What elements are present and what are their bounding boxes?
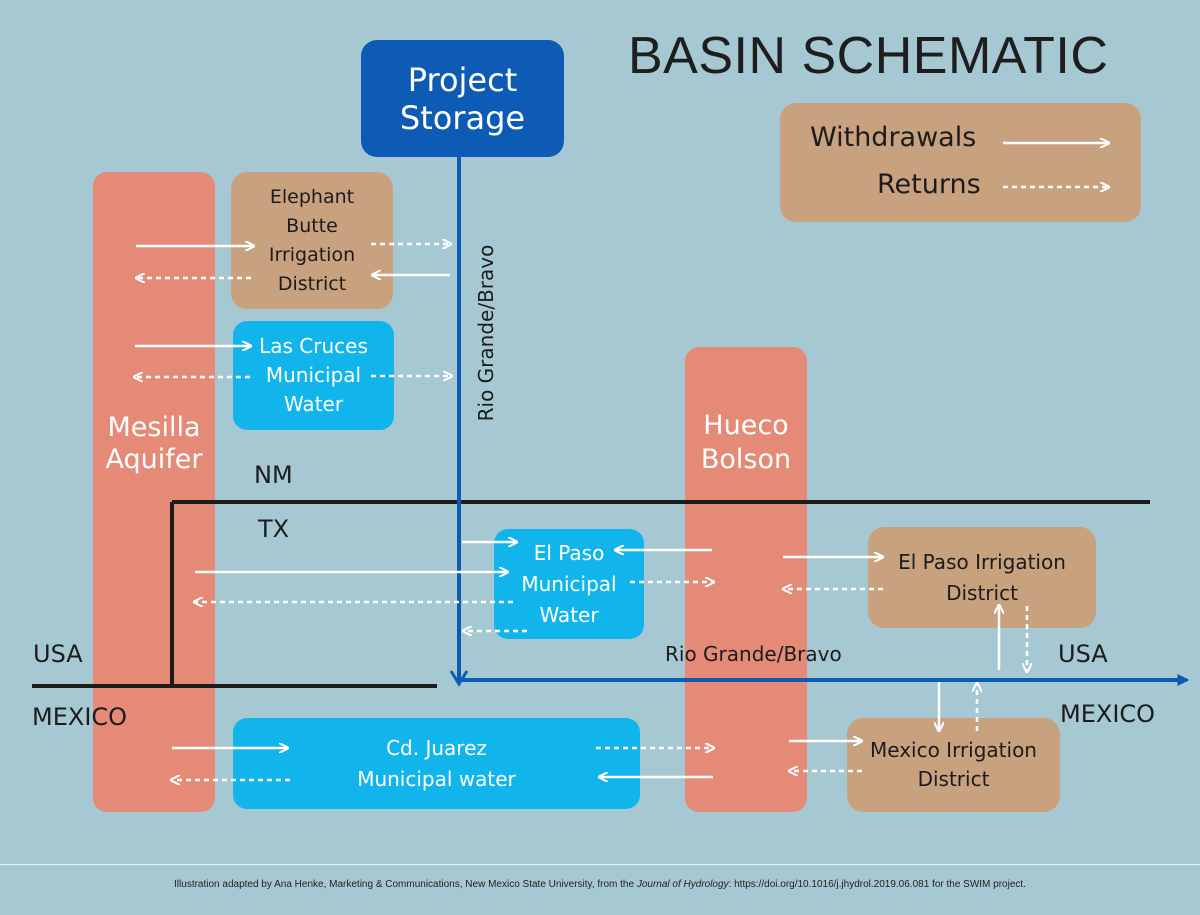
legend-box <box>780 103 1141 222</box>
legend-returns-label: Returns <box>877 169 981 200</box>
el-paso-irrigation-label: El Paso Irrigation District <box>898 549 1066 605</box>
river-label-vertical: Rio Grande/Bravo <box>474 244 498 422</box>
elephant-butte-label: Elephant Butte Irrigation District <box>268 185 356 295</box>
usa-label-left: USA <box>33 640 83 668</box>
las-cruces-box: Las Cruces Municipal Water <box>233 321 394 430</box>
diagram-title: BASIN SCHEMATIC <box>628 27 1109 85</box>
tx-label: TX <box>258 515 290 543</box>
cd-juarez-box: Cd. Juarez Municipal water <box>233 718 640 809</box>
river-label-horizontal: Rio Grande/Bravo <box>665 642 842 666</box>
cd-juarez-label: Cd. Juarez Municipal water <box>357 735 516 791</box>
mesilla-aquifer-label: Mesilla Aquifer <box>105 412 203 475</box>
hueco-bolson-label: Hueco Bolson <box>700 410 792 475</box>
mexico-label-left: MEXICO <box>32 703 128 731</box>
river-bend-arrowhead <box>449 670 469 687</box>
mexico-irrigation-box: Mexico Irrigation District <box>847 718 1060 812</box>
project-storage-box: Project Storage <box>361 40 564 157</box>
footer-credit: Illustration adapted by Ana Henke, Marke… <box>174 879 1026 890</box>
mexico-label-right: MEXICO <box>1060 700 1156 728</box>
las-cruces-label: Las Cruces Municipal Water <box>259 334 368 416</box>
footer-divider <box>0 864 1200 865</box>
elephant-butte-box: Elephant Butte Irrigation District <box>231 172 393 309</box>
legend-withdrawals-label: Withdrawals <box>810 122 977 153</box>
usa-label-right: USA <box>1058 640 1108 668</box>
project-storage-label: Project Storage <box>399 60 526 137</box>
mexico-irrigation-label: Mexico Irrigation District <box>869 738 1037 791</box>
el-paso-irrigation-box: El Paso Irrigation District <box>868 527 1096 628</box>
nm-label: NM <box>254 461 293 489</box>
el-paso-municipal-label: El Paso Municipal Water <box>521 540 617 627</box>
